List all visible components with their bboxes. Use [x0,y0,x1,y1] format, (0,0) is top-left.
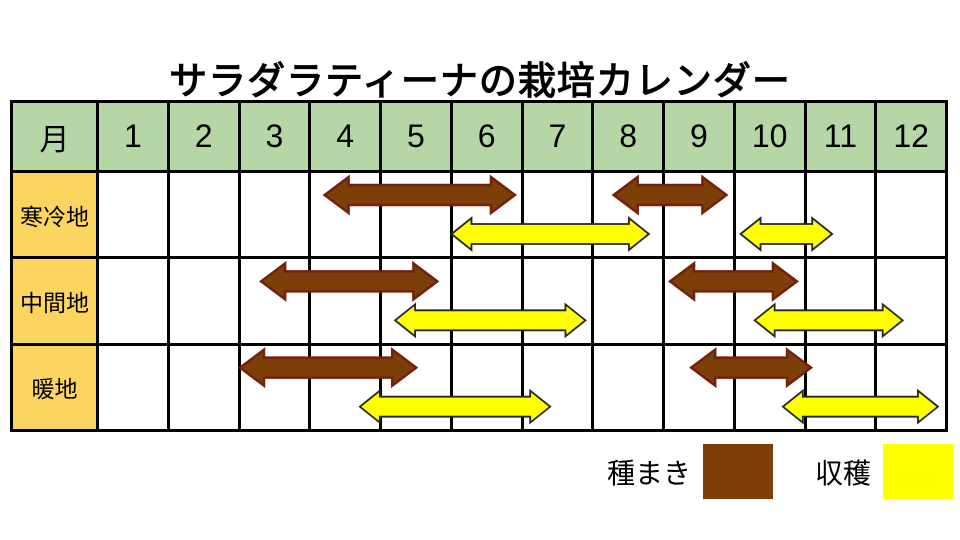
page-title: サラダラティーナの栽培カレンダー [169,61,791,103]
legend-harvest-swatch [883,444,953,499]
harvest-arrow [781,388,940,425]
sowing-arrow [322,174,518,216]
sowing-arrow [667,260,800,302]
month-corner-cell: 月 [13,103,96,170]
calendar-cell [99,173,167,257]
month-header-cell: 3 [240,103,309,170]
month-header-cell: 8 [594,103,662,170]
legend-sowing-swatch [702,444,773,499]
harvest-arrow [358,388,552,425]
region-label-kanreichi: 寒冷地 [13,173,96,257]
month-header-cell: 4 [311,103,379,170]
harvest-arrow [450,216,651,252]
month-header-cell: 11 [806,103,875,170]
harvest-arrow [753,302,905,339]
calendar-cell [169,345,238,429]
sowing-arrow [611,174,729,216]
harvest-arrow [393,302,587,339]
month-header-cell: 7 [523,103,592,170]
month-header-cell: 9 [665,103,733,170]
sowing-arrow [237,347,419,389]
harvest-arrow [739,216,834,252]
calendar-cell [594,259,662,343]
sowing-arrow [259,260,440,302]
month-header-cell: 5 [382,103,450,170]
calendar-cell [240,173,309,257]
sowing-arrow [689,347,814,389]
calendar-cell [169,259,238,343]
month-header-cell: 6 [452,103,521,170]
legend-sowing-label: 種まき [606,457,691,489]
arrow-overlay [237,174,940,425]
calendar-cell [99,259,167,343]
calendar-cell [99,345,167,429]
calendar-cell [877,173,945,257]
legend-harvest-label: 収穫 [814,457,871,489]
month-header-cell: 1 [99,103,167,170]
month-header-cell: 2 [169,103,238,170]
calendar-cell [594,345,662,429]
region-label-chukanchi: 中間地 [13,259,96,343]
region-label-danchi: 暖地 [13,345,96,429]
legend: 種まき 収穫 [607,443,953,500]
month-header-cell: 12 [877,103,945,170]
calendar-cell [169,173,238,257]
month-header-cell: 10 [735,103,804,170]
